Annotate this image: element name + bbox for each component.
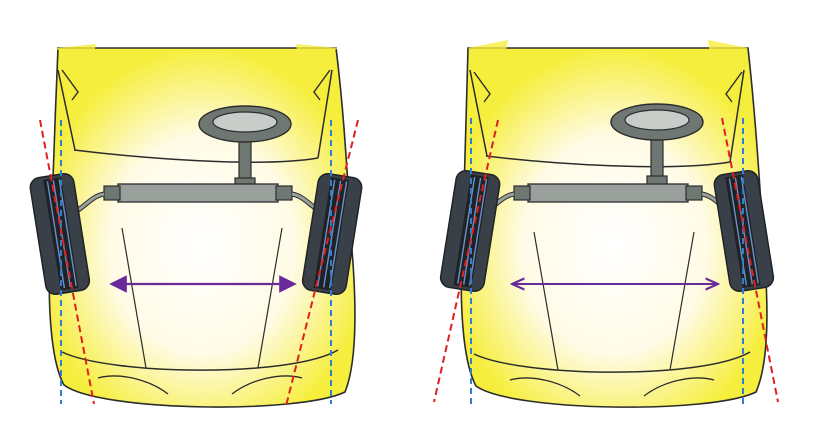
headlight-left xyxy=(509,377,581,397)
windshield-line xyxy=(485,155,731,168)
steering-rack xyxy=(117,183,279,203)
car-hood-glow xyxy=(56,44,96,72)
mirror-right xyxy=(725,71,743,103)
car-hood-glow-right xyxy=(296,44,338,72)
mirror-left xyxy=(61,69,79,101)
mirror-right xyxy=(313,69,331,101)
windshield-line xyxy=(73,149,319,163)
camber-line-right xyxy=(285,119,359,407)
rack-end-left xyxy=(103,185,121,201)
a-pillar-left xyxy=(57,69,76,151)
a-pillar-right xyxy=(729,69,745,163)
car-hood-glow-right xyxy=(708,40,748,72)
a-pillar-left xyxy=(469,69,488,157)
panel-negative-camber xyxy=(29,44,363,408)
camber-line-right xyxy=(721,117,779,403)
rack-end-right xyxy=(275,185,293,201)
hood-crease-left xyxy=(121,227,147,369)
panel-positive-camber xyxy=(433,40,779,408)
hood-crease-right xyxy=(257,227,283,369)
camber-line-left xyxy=(39,119,95,405)
steering-rack xyxy=(527,183,689,203)
car-hood-glow xyxy=(468,40,508,72)
rack-end-right xyxy=(685,185,703,201)
mirror-left xyxy=(473,71,491,103)
hood-crease-right xyxy=(669,231,695,371)
headlight-right xyxy=(231,375,303,395)
front-bumper xyxy=(473,351,751,373)
rack-end-left xyxy=(513,185,531,201)
camber-line-left xyxy=(433,119,499,403)
car-body xyxy=(48,47,356,408)
headlight-left xyxy=(97,375,169,395)
a-pillar-right xyxy=(317,69,333,159)
steering-wheel xyxy=(610,103,704,189)
headlight-right xyxy=(643,377,715,397)
hood-crease-left xyxy=(533,231,559,371)
